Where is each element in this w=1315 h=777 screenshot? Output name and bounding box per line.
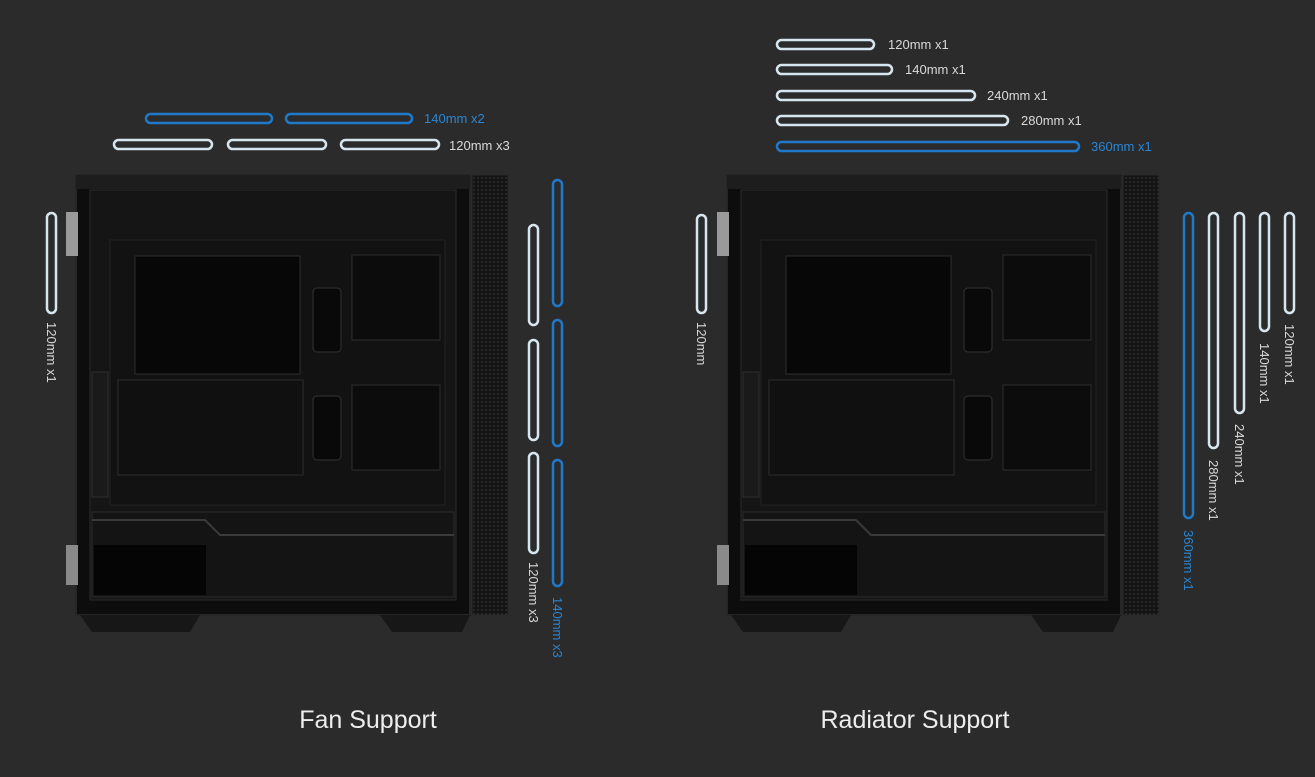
radiator-front-label-140: 140mm x1 <box>1257 343 1272 404</box>
fan-psu-window <box>94 545 206 595</box>
radiator-rear-bracket <box>717 212 729 256</box>
radiator-top-label-360: 360mm x1 <box>1091 139 1152 154</box>
fan-front-120-slot <box>527 338 540 442</box>
fan-front-140-lines <box>551 178 564 588</box>
fan-rear-label: 120mm x1 <box>44 322 59 383</box>
radiator-front-240-slot <box>1233 211 1246 415</box>
radiator-rear-label: 120mm <box>694 322 709 365</box>
fan-case-foot-right <box>380 615 470 632</box>
fan-top-140-slot <box>284 112 414 125</box>
radiator-top-360-slot <box>775 140 1081 153</box>
radiator-rear-120-slot <box>695 213 708 315</box>
radiator-support-caption: Radiator Support <box>820 706 1010 734</box>
fan-top-140-slot <box>144 112 274 125</box>
radiator-cutout-right-top <box>1002 254 1092 341</box>
radiator-front-label-240: 240mm x1 <box>1232 424 1247 485</box>
fan-grommet-bottom <box>312 395 342 461</box>
radiator-front-label-280: 280mm x1 <box>1206 460 1221 521</box>
fan-cutout-large <box>134 255 301 375</box>
radiator-front-280-slot <box>1207 211 1220 450</box>
fan-front-140-label: 140mm x3 <box>550 597 565 658</box>
radiator-case-top-bar <box>727 175 1121 189</box>
radiator-cutout-lower <box>768 379 955 476</box>
fan-rear-120-slot <box>45 211 58 315</box>
fan-top-140-lines <box>144 112 414 125</box>
radiator-cutout-right-bottom <box>1002 384 1092 471</box>
radiator-front-140-slot <box>1258 211 1271 333</box>
fan-support-caption: Fan Support <box>299 706 437 734</box>
radiator-front-label-120: 120mm x1 <box>1282 324 1297 385</box>
fan-rear-bracket-lower <box>66 545 78 585</box>
fan-top-120-slot <box>112 138 214 151</box>
radiator-top-label-140: 140mm x1 <box>905 62 966 77</box>
fan-front-120-slot <box>527 223 540 327</box>
radiator-cutout-large <box>785 255 952 375</box>
fan-case-illustration <box>66 174 509 632</box>
radiator-top-140-slot <box>775 63 894 76</box>
radiator-top-label-240: 240mm x1 <box>987 88 1048 103</box>
radiator-case-illustration <box>717 174 1160 632</box>
fan-rear-bracket <box>66 212 78 256</box>
radiator-rear-bracket-lower <box>717 545 729 585</box>
radiator-front-120-slot <box>1283 211 1296 315</box>
fan-top-120-slot <box>339 138 441 151</box>
radiator-top-label-120: 120mm x1 <box>888 37 949 52</box>
fan-case-top-bar <box>76 175 470 189</box>
fan-front-140-slot <box>551 318 564 448</box>
fan-cutout-right-bottom <box>351 384 441 471</box>
radiator-top-lines <box>775 38 1081 153</box>
radiator-top-240-slot <box>775 89 977 102</box>
fan-case-foot-left <box>80 615 200 632</box>
fan-cutout-lower <box>117 379 304 476</box>
radiator-grommet-bottom <box>963 395 993 461</box>
radiator-top-280-slot <box>775 114 1010 127</box>
fan-front-120-label: 120mm x3 <box>526 562 541 623</box>
radiator-psu-window <box>745 545 857 595</box>
fan-front-120-slot <box>527 451 540 555</box>
fan-expansion-slots <box>91 371 109 498</box>
radiator-expansion-slots <box>742 371 760 498</box>
fan-top-140-label: 140mm x2 <box>424 111 485 126</box>
radiator-front-lines <box>1182 211 1296 520</box>
fan-top-120-slot <box>226 138 328 151</box>
radiator-case-foot-left <box>731 615 851 632</box>
radiator-front-label-360: 360mm x1 <box>1181 530 1196 591</box>
fan-front-mesh <box>471 174 509 616</box>
radiator-front-360-slot <box>1182 211 1195 520</box>
fan-cutout-right-top <box>351 254 441 341</box>
radiator-top-label-280: 280mm x1 <box>1021 113 1082 128</box>
radiator-grommet-top <box>963 287 993 353</box>
fan-top-120-lines <box>112 138 441 151</box>
fan-top-120-label: 120mm x3 <box>449 138 510 153</box>
radiator-front-mesh <box>1122 174 1160 616</box>
fan-grommet-top <box>312 287 342 353</box>
radiator-top-120-slot <box>775 38 876 51</box>
radiator-shroud-edge <box>743 519 1105 536</box>
radiator-case-foot-right <box>1031 615 1121 632</box>
fan-front-140-slot <box>551 458 564 588</box>
fan-front-140-slot <box>551 178 564 308</box>
fan-front-120-lines <box>527 223 540 555</box>
fan-shroud-edge <box>92 519 454 536</box>
